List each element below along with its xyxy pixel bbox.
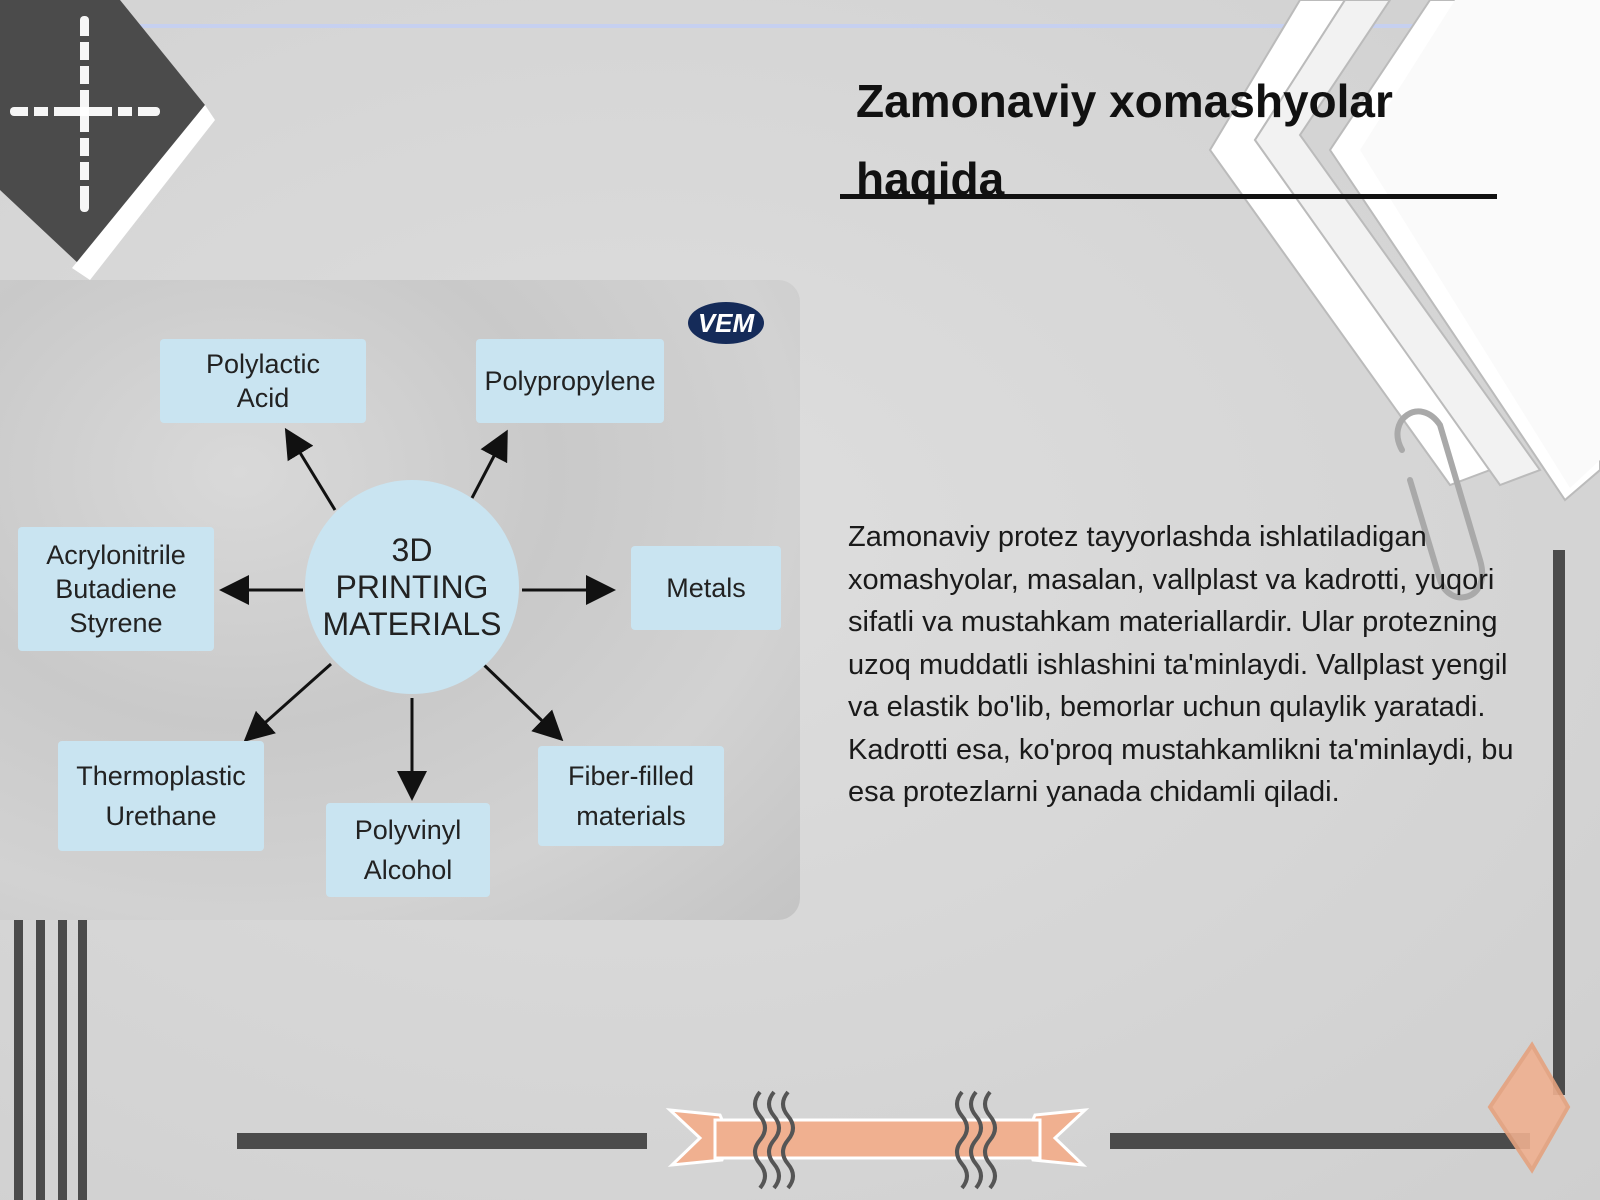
- material-box-tpu: Thermoplastic Urethane: [58, 741, 264, 851]
- squiggle-icon: [753, 1090, 997, 1190]
- title-underline: [840, 194, 1497, 199]
- material-box-fiber: Fiber-filled materials: [538, 746, 724, 846]
- left-stripes: [14, 918, 87, 1200]
- bottom-left-bar: [237, 1133, 647, 1149]
- material-box-polypropylene: Polypropylene: [476, 339, 664, 423]
- arrow-to-tpu: [243, 662, 332, 742]
- diagram-arrows: [219, 427, 616, 801]
- material-box-polylactic: Polylactic Acid: [160, 339, 366, 423]
- paperclip-icon: [1394, 408, 1485, 601]
- diagram-center: 3D PRINTING MATERIALS: [305, 480, 519, 694]
- vem-logo: VEM: [688, 302, 764, 344]
- peach-diamond: [1487, 1041, 1571, 1174]
- bottom-right-bar: [1110, 1133, 1530, 1149]
- paper-strips: [1208, 0, 1600, 502]
- slide-body-text: Zamonaviy protez tayyorlashda ishlatilad…: [848, 521, 1514, 808]
- material-box-abs: Acrylonitrile Butadiene Styrene: [18, 527, 214, 651]
- arrow-to-polypropylene: [470, 429, 508, 499]
- ribbon-banner: [665, 1108, 1090, 1167]
- material-box-pva: Polyvinyl Alcohol: [326, 803, 490, 897]
- white-corner-edge: [72, 105, 215, 280]
- arrow-to-polylactic: [284, 427, 337, 511]
- material-box-metals: Metals: [631, 546, 781, 630]
- materials-diagram: VEM 3D PRINTING MATERIALS Polylactic Aci…: [0, 280, 800, 920]
- arrow-to-fiber: [481, 662, 564, 742]
- dark-corner-shape: [0, 0, 205, 265]
- right-vertical-bar: [1553, 550, 1565, 1095]
